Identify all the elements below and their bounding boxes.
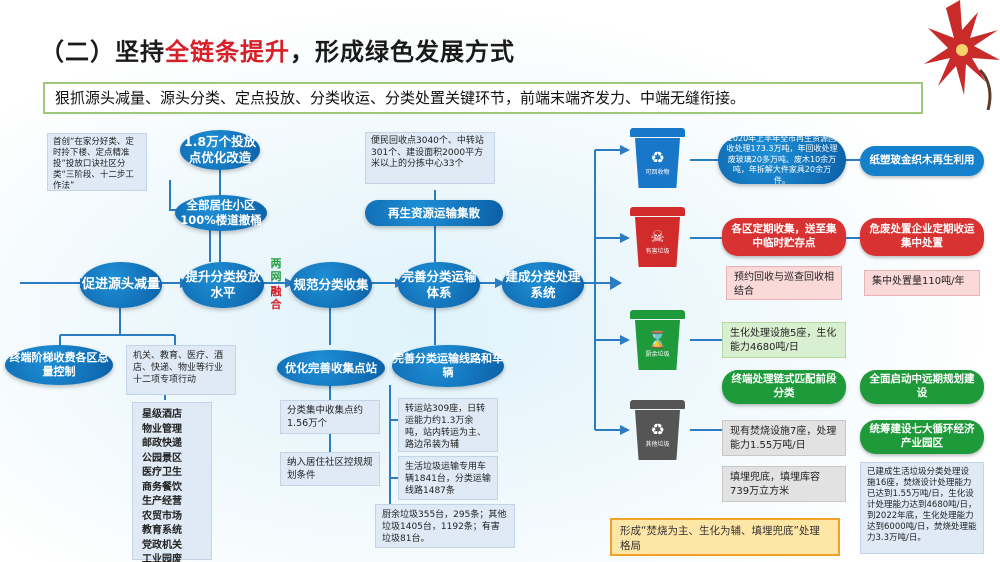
industry-item: 星级酒店 [142,409,182,420]
collection-points-box: 分类集中收集点约1.56万个 [280,400,380,434]
title-prefix: （二）坚持 [40,38,165,66]
industry-item: 生产经营 [142,496,182,507]
transport-route-pill: 完善分类运输线路和车辆 [392,345,504,387]
industry-item: 工业园废 [142,554,182,562]
industrial-park-pill: 统筹建设七大循环经济产业园区 [860,420,984,454]
industry-item: 医疗卫生 [142,467,182,478]
recycle-reuse-pill: 纸塑玻金织木再生利用 [860,146,984,176]
flow-step-collection: 规范分类收集 [290,262,372,308]
pioneer-method-note: 首创“在家分好类、定时拎下楼、定点精准投”投放口诀社区分类“三阶段、十二步工作法… [47,133,147,191]
district-collection-pill: 各区定期收集，送至集中临时贮存点 [722,218,846,256]
flow-step-transport: 完善分类运输体系 [398,262,480,308]
industry-item: 邮政快递 [142,438,182,449]
treatment-pattern-box: 形成“焚烧为主、生化为辅、填埋兜底”处理格局 [610,518,840,556]
planning-condition-box: 纳入居住社区控规规划条件 [280,452,380,486]
flow-step-treatment: 建成分类处理系统 [502,262,584,308]
hazardous-bin-icon: ☠有害垃圾 [630,207,685,269]
page-title: （二）坚持全链条提升，形成绿色发展方式 [40,32,515,67]
biochem-facility-box: 生化处理设施5座，生化能力4680吨/日 [722,322,846,358]
industry-item: 教育系统 [142,525,182,536]
hazardous-disposal-pill: 危废处置企业定期收运集中处置 [860,218,984,256]
kitchen-waste-bin-icon: ⌛厨余垃圾 [630,310,685,372]
other-waste-bin-icon: ♻其他垃圾 [630,400,685,462]
chain-matching-pill: 终端处理链式匹配前段分类 [722,370,846,404]
hazardous-volume-box: 集中处置量110吨/年 [864,270,980,296]
recyclable-stats-pill: 2020年上半年全市再生资源回收处理173.3万吨，年回收处理废玻璃20多万吨、… [718,134,846,185]
industry-list: 星级酒店 物业管理 邮政快递 公园景区 医疗卫生 商务餐饮 生产经营 农贸市场 … [132,402,212,562]
industry-item: 党政机关 [142,539,182,551]
long-term-plan-pill: 全面启动中远期规划建设 [860,370,984,404]
flower-decoration-icon [924,0,1000,110]
tiered-fee-pill: 终端阶梯收费各区总量控制 [5,345,113,385]
merge-label-top: 两网 [270,257,282,283]
incinerator-box: 现有焚烧设施7座，处理能力1.55万吨/日 [722,420,846,456]
title-suffix: ，形成绿色发展方式 [290,38,515,66]
industry-item: 商务餐饮 [142,481,182,493]
industry-item: 物业管理 [142,423,182,435]
transfer-station-box: 转运站309座，日转运能力约1.3万余吨，站内转运为主、路边吊装为辅 [398,398,498,452]
flow-step-source-reduction: 促进源头减量 [80,262,162,308]
optimize-collection-pill: 优化完善收集点站 [277,350,385,386]
flow-step-sorting-disposal: 提升分类投放水平 [182,262,264,308]
title-highlight: 全链条提升 [165,38,290,66]
vehicle-breakdown-box: 厨余垃圾355台，295条；其他垃圾1405台，1192条；有害垃圾81台。 [375,504,515,548]
transport-vehicle-box: 生活垃圾运输专用车辆1841台，分类运输线路1487条 [398,456,498,500]
corridor-bin-removal-pill: 全部居住小区100%楼道撤桶 [175,195,267,231]
recyclable-bin-icon: ♻可回收物 [630,128,685,190]
appointment-recycling-box: 预约回收与巡查回收相结合 [726,266,842,300]
industry-actions-box: 机关、教育、医疗、酒店、快递、物业等行业十二项专项行动 [126,345,236,395]
landfill-box: 填埋兜底，填埋库容739万立方米 [722,466,846,502]
merge-label-bottom: 融合 [270,285,282,311]
industry-item: 农贸市场 [142,510,182,522]
recycling-logistics-pill: 再生资源运输集散 [365,200,503,226]
industry-item: 公园景区 [142,452,182,464]
drop-point-upgrade-pill: 1.8万个投放点优化改造 [180,130,260,170]
pickup-network-note: 便民回收点3040个、中转站301个、建设面积2000平方米以上的分拣中心33个 [365,132,495,184]
summary-banner: 狠抓源头减量、源头分类、定点投放、分类收运、分类处置关键环节，前端末端齐发力、中… [43,82,923,114]
facility-capacity-box: 已建成生活垃圾分类处理设施16座，焚烧设计处理能力已达到1.55万吨/日，生化设… [860,462,984,554]
